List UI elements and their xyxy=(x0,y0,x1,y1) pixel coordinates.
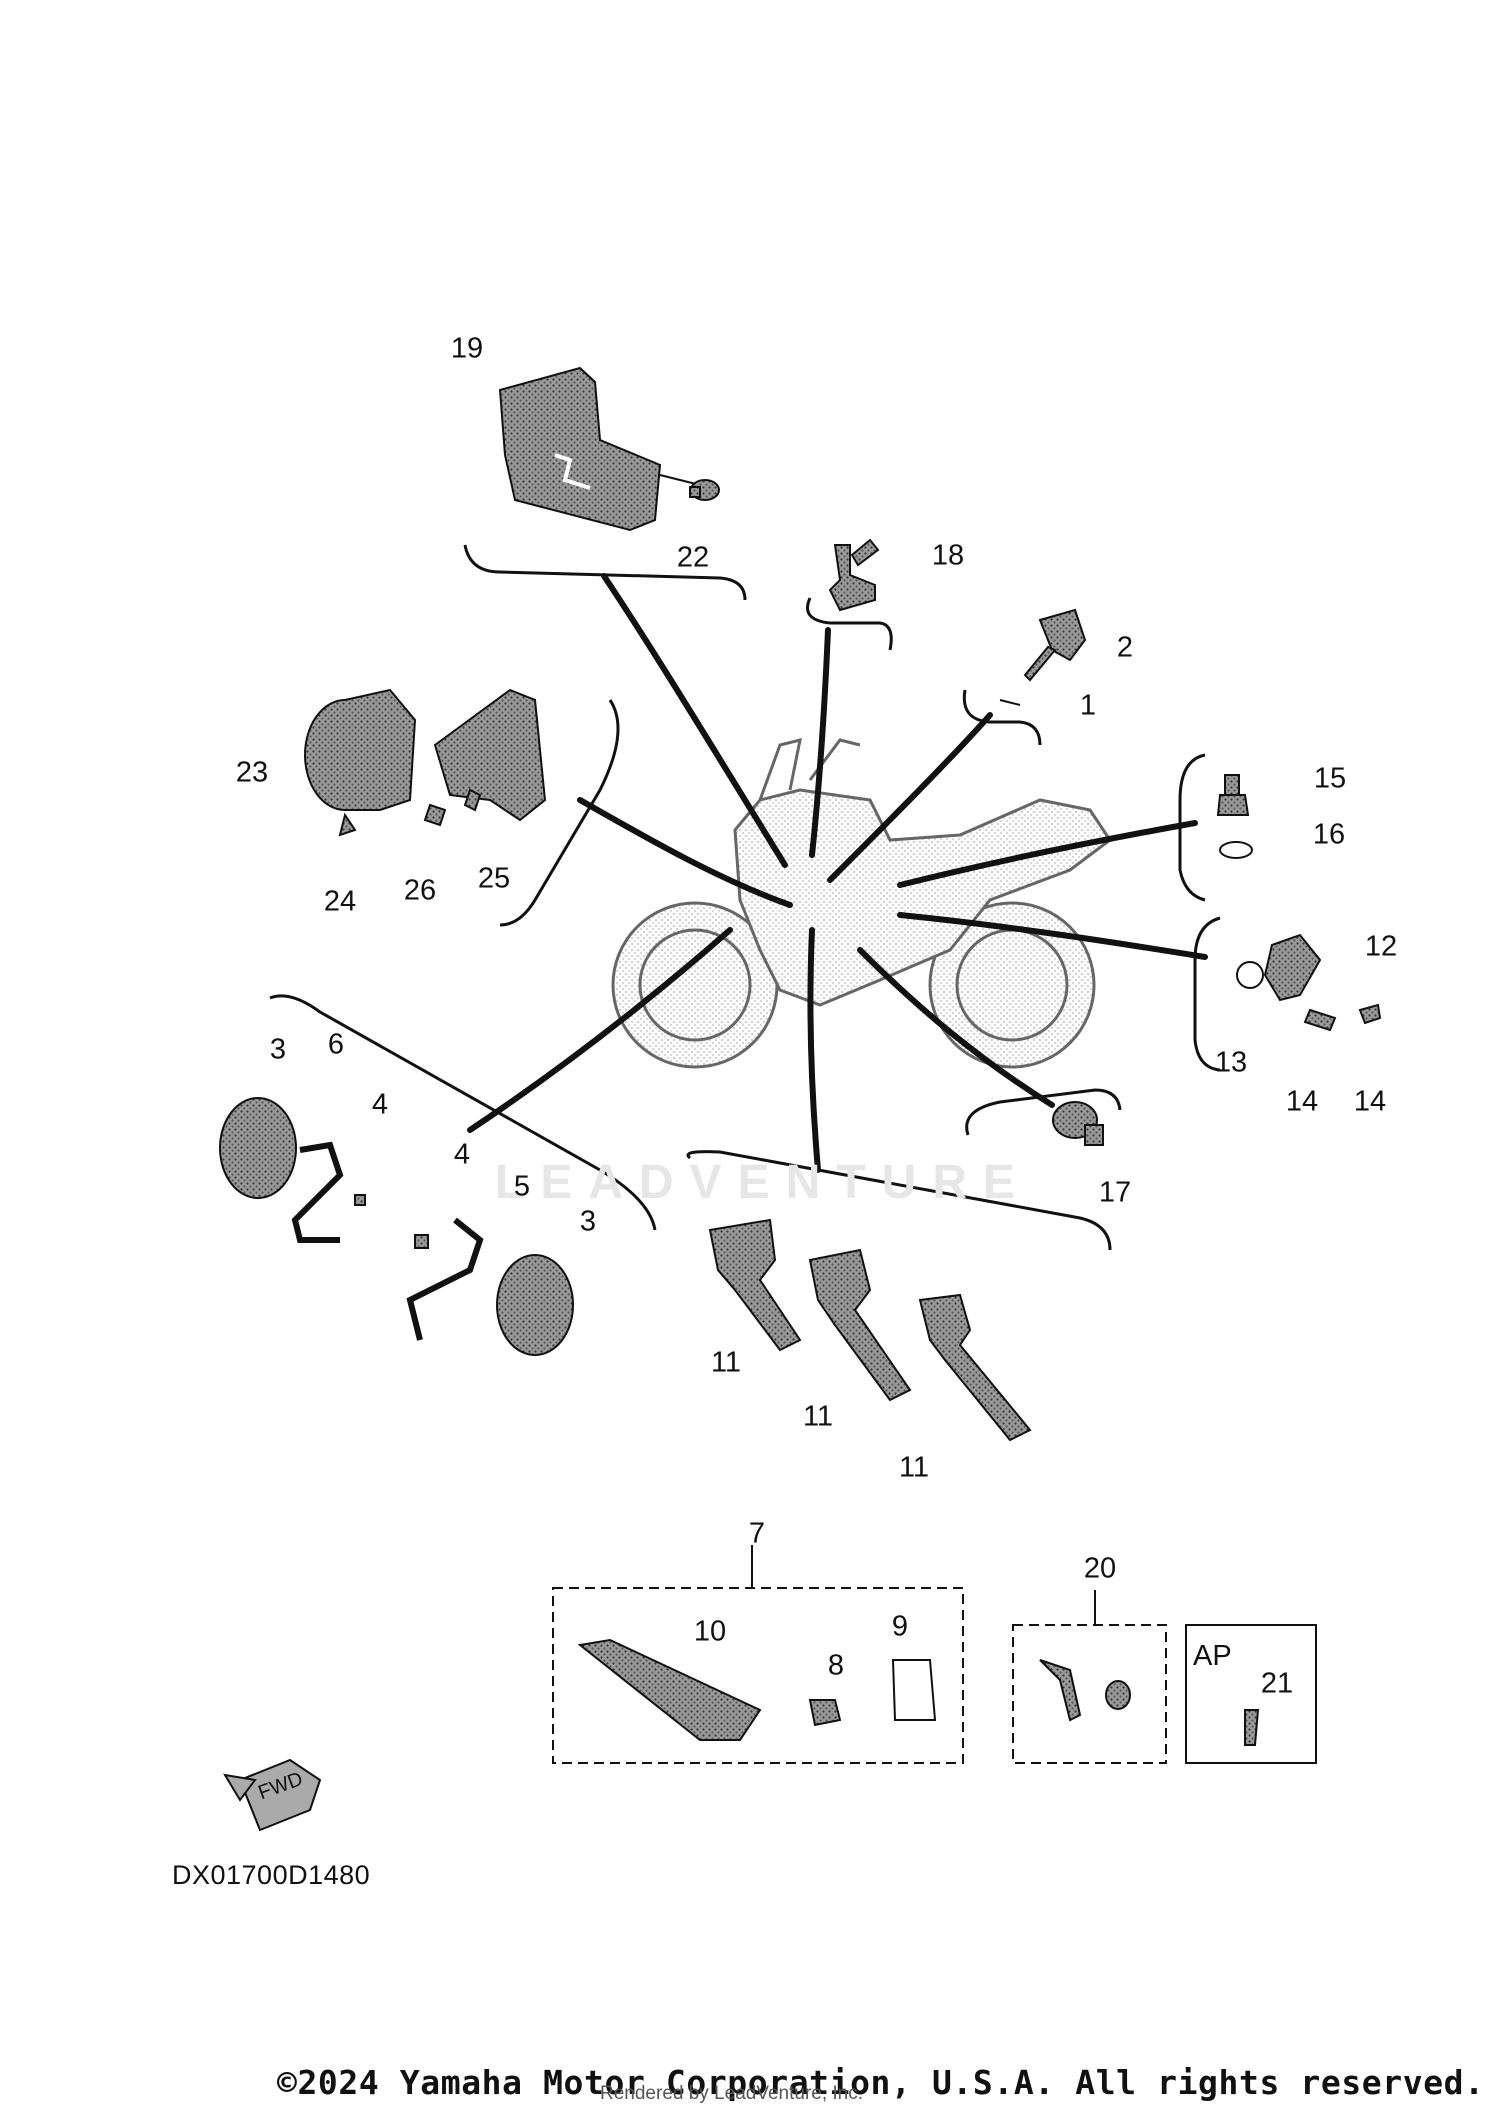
callout-11b: 11 xyxy=(802,1400,834,1433)
callout-13: 13 xyxy=(1214,1046,1248,1079)
motorcycle-silhouette xyxy=(611,737,1113,1069)
leader-lines xyxy=(467,573,1208,1173)
sensor-18 xyxy=(828,538,880,612)
callout-19: 19 xyxy=(450,332,484,365)
accessory-box-label: AP xyxy=(1193,1640,1232,1672)
callout-26: 26 xyxy=(403,874,437,907)
bracket-19 xyxy=(498,366,720,532)
callout-3a: 3 xyxy=(269,1033,287,1066)
callout-23: 23 xyxy=(235,756,269,789)
callout-11a: 11 xyxy=(710,1346,742,1379)
key-set-box xyxy=(1012,1590,1167,1764)
callout-15: 15 xyxy=(1313,762,1347,795)
callout-14a: 14 xyxy=(1285,1085,1319,1118)
callout-4b: 4 xyxy=(453,1138,471,1171)
callout-9: 9 xyxy=(891,1610,909,1643)
callout-1: 1 xyxy=(1079,689,1097,722)
group-brackets xyxy=(269,544,1221,1251)
callout-6: 6 xyxy=(327,1028,345,1061)
callout-4a: 4 xyxy=(371,1088,389,1121)
callout-17: 17 xyxy=(1098,1176,1132,1209)
callout-21: 21 xyxy=(1260,1667,1294,1700)
callout-12: 12 xyxy=(1364,930,1398,963)
sensor-12 xyxy=(1236,933,1382,1032)
callout-25: 25 xyxy=(477,862,511,895)
callout-5: 5 xyxy=(513,1170,531,1203)
watermark-text: LEADVENTURE xyxy=(495,1156,1032,1209)
accessory-box xyxy=(1185,1624,1317,1764)
render-credit: Rendered by LeadVenture, Inc. xyxy=(600,2083,864,2104)
forward-arrow xyxy=(223,1758,322,1832)
callout-11c: 11 xyxy=(898,1451,930,1484)
callout-20: 20 xyxy=(1083,1552,1117,1585)
callout-7: 7 xyxy=(748,1517,766,1550)
callout-2: 2 xyxy=(1116,631,1134,664)
ignition-coils xyxy=(708,1218,1032,1442)
callout-18: 18 xyxy=(931,539,965,572)
callout-3b: 3 xyxy=(579,1205,597,1238)
sensor-17 xyxy=(1052,1101,1104,1146)
copyright-text: ©2024 Yamaha Motor Corporation, U.S.A. A… xyxy=(277,2063,1485,2102)
sensor-15 xyxy=(1216,774,1253,859)
horn-23 xyxy=(304,688,547,837)
callout-22: 22 xyxy=(676,541,710,574)
diagram-code: DX01700D1480 xyxy=(172,1860,371,1890)
callout-8: 8 xyxy=(827,1649,845,1682)
speaker-group xyxy=(219,1097,574,1356)
callout-14b: 14 xyxy=(1353,1085,1387,1118)
callout-16: 16 xyxy=(1312,818,1346,851)
ecu-kit-box xyxy=(552,1545,964,1764)
callout-10: 10 xyxy=(693,1615,727,1648)
switch-2 xyxy=(999,608,1087,706)
callout-24: 24 xyxy=(323,885,357,918)
